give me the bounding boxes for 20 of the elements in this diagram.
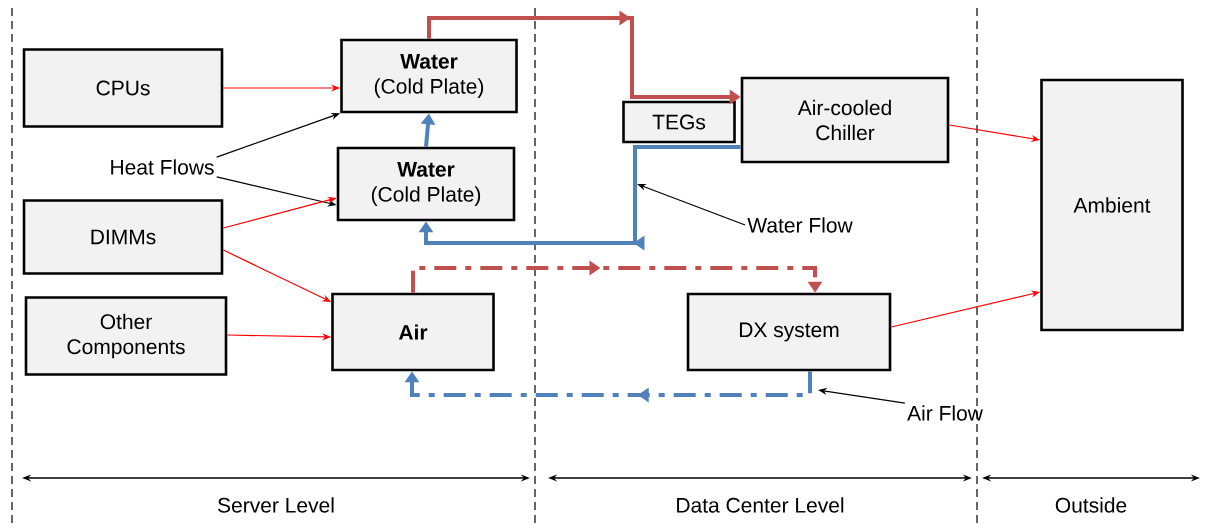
process-box: DIMMs xyxy=(22,199,224,275)
level-label: Data Center Level xyxy=(677,497,844,513)
process-box: Air-cooled Chiller xyxy=(740,76,950,164)
process-box: TEGs xyxy=(622,100,736,144)
arrow xyxy=(418,145,741,251)
process-box: CPUs xyxy=(22,48,224,128)
process-box: Other Components xyxy=(24,296,228,376)
process-box: Air xyxy=(331,292,495,372)
arrow xyxy=(404,371,812,403)
annotation-text: Heat Flows xyxy=(111,159,214,175)
leader-line xyxy=(637,183,746,226)
annotation-text: Air Flow xyxy=(907,405,983,421)
level-label: Server Level xyxy=(218,497,334,513)
process-box: DX system xyxy=(686,292,892,372)
level-label: Outside xyxy=(1055,497,1127,513)
annotation-text: Water Flow xyxy=(747,217,853,233)
arrow xyxy=(411,260,823,293)
process-box: Ambient xyxy=(1040,78,1184,332)
process-box: Water (Cold Plate) xyxy=(340,38,518,114)
process-box: Water (Cold Plate) xyxy=(336,146,516,222)
